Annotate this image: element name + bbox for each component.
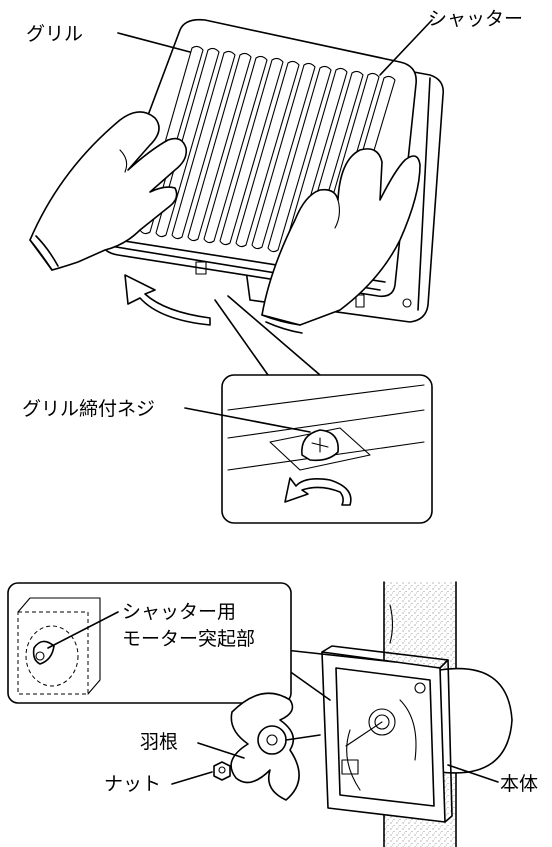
fan-body [321,604,453,823]
lift-arrow-icon [124,274,211,326]
motor-inset [7,582,292,704]
nut-icon [213,761,231,781]
nut-label: ナット [104,773,161,795]
rotate-arrow-icon [284,477,352,506]
shutter-motor-label-1: シャッター用 [122,601,236,623]
shutter-motor-label-2: モーター突起部 [122,628,255,650]
right-hand [261,148,421,334]
grille-label: グリル [26,23,83,45]
blade-label: 羽根 [140,731,178,753]
body-label: 本体 [500,773,538,795]
shutter-label: シャッター [428,8,523,30]
grille-screw-label: グリル締付ネジ [22,398,155,420]
screw-inset [221,374,433,524]
fan-blade [230,692,321,801]
left-hand [29,111,188,271]
screw-icon [301,429,339,462]
